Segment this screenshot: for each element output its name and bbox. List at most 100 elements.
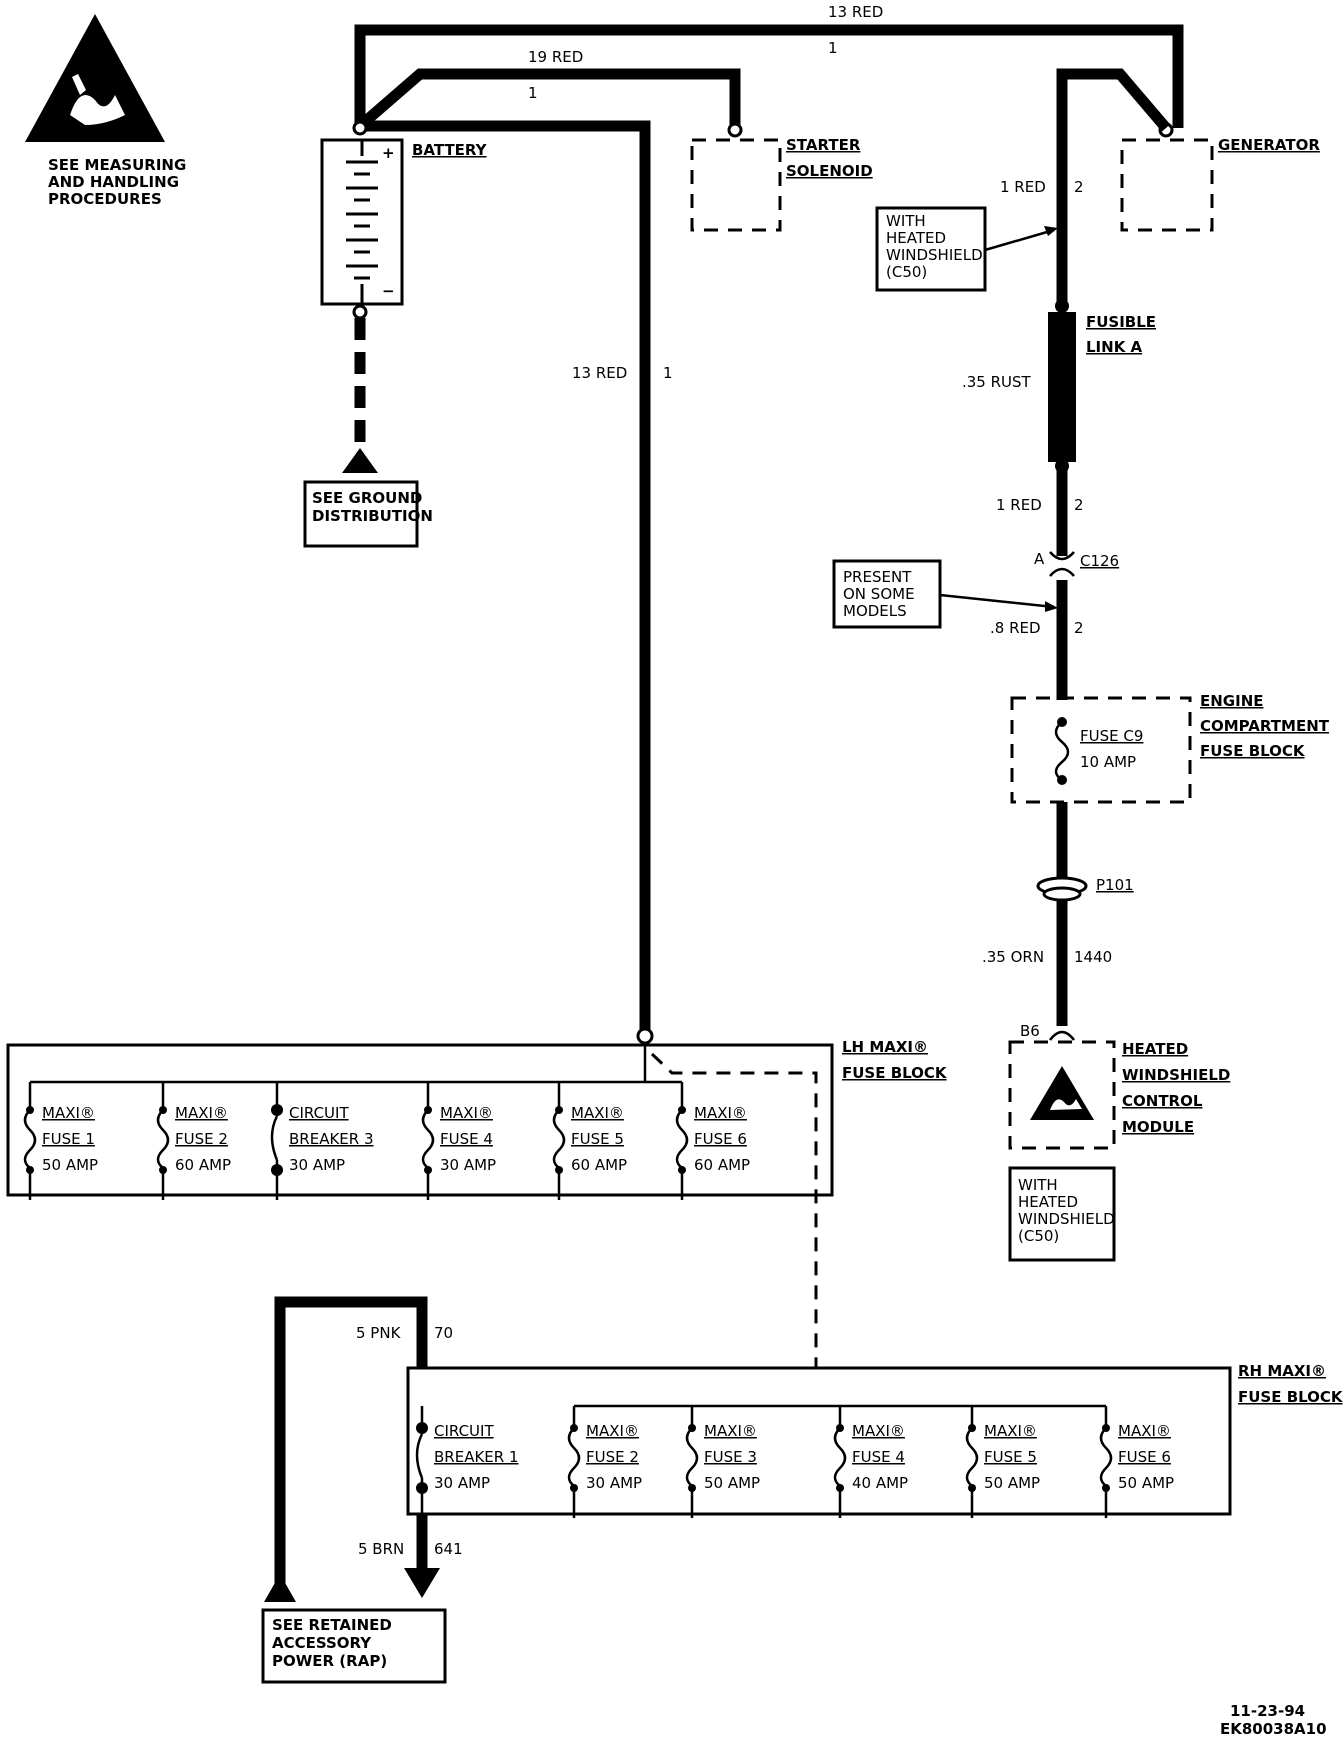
wire-rap-feed	[274, 1296, 428, 1600]
fuse-c9-bottom-dot	[1057, 775, 1067, 785]
lh-block-label-2: FUSE BLOCK	[842, 1064, 948, 1082]
fusible-link-symbol	[1048, 312, 1076, 462]
note-present-arrow-icon	[1045, 601, 1058, 612]
note-with-heated-1-leader	[984, 228, 1055, 252]
lh-feed-terminal	[636, 1027, 654, 1045]
esd-note-line-2: AND HANDLING	[48, 173, 179, 191]
lh-fuse-6-label-2: FUSE 6	[694, 1130, 747, 1148]
esd-warning-icon	[25, 14, 165, 142]
wire-to-module-circuit: 1440	[1074, 948, 1112, 966]
note-present-line-1: PRESENT	[843, 568, 912, 586]
c126-pin-label: A	[1034, 550, 1045, 568]
rh-fuse-5-fuse-icon	[965, 1427, 979, 1488]
lh-fuse-2-label-1: MAXI®	[175, 1104, 228, 1122]
heated-module-label-2: WINDSHIELD	[1122, 1066, 1230, 1084]
rh-fuse-3-label-2: FUSE 3	[704, 1448, 757, 1466]
rh-block-label-2: FUSE BLOCK	[1238, 1388, 1344, 1406]
rh-fuse-2-label-1: MAXI®	[586, 1422, 639, 1440]
rh-block-label-1: RH MAXI®	[1238, 1362, 1326, 1380]
fuse-c9-label: FUSE C9	[1080, 727, 1143, 745]
wire-starter-circuit: 1	[528, 84, 538, 102]
rh-fuse-2-label-3: 30 AMP	[586, 1474, 642, 1492]
rap-note-line-2: ACCESSORY	[272, 1634, 372, 1652]
module-esd-icon	[1030, 1066, 1094, 1120]
note-with-heated-1-line-1: WITH	[886, 212, 926, 230]
note-with-heated-1-arrow-icon	[1044, 226, 1058, 236]
rh-fuse-2-fuse-icon	[567, 1427, 581, 1488]
note-present-box	[832, 559, 942, 629]
lh-rh-dashed-link	[650, 1052, 818, 1406]
heated-module-box	[1008, 1040, 1116, 1150]
battery-label: BATTERY	[412, 141, 488, 159]
engine-fuse-block-label-3: FUSE BLOCK	[1200, 742, 1306, 760]
rh-fuse-4-label-3: 40 AMP	[852, 1474, 908, 1492]
wire-after-link-circuit: 2	[1074, 496, 1084, 514]
lh-fuse-block-box	[6, 1043, 834, 1197]
wire-gen-out-circuit: 2	[1074, 178, 1084, 196]
rap-down-arrow-icon	[404, 1568, 440, 1598]
wire-after-c126-gauge: .8 RED	[990, 619, 1041, 637]
lh-block-label-1: LH MAXI®	[842, 1038, 928, 1056]
ground-note-box	[303, 480, 419, 548]
battery-plus: +	[382, 144, 395, 162]
starter-terminal	[727, 122, 743, 138]
rh-fuse-1-label-1: CIRCUIT	[434, 1422, 494, 1440]
note-with-heated-1-line-4: (C50)	[886, 263, 927, 281]
rh-fuse-6-label-1: MAXI®	[1118, 1422, 1171, 1440]
lh-fuse-3-label-2: BREAKER 3	[289, 1130, 374, 1148]
rh-fuse-6-label-2: FUSE 6	[1118, 1448, 1171, 1466]
note-present-line-2: ON SOME	[843, 585, 915, 603]
starter-solenoid-box	[690, 138, 782, 232]
footer-date: 11-23-94	[1230, 1702, 1305, 1720]
fusible-link-label-1: FUSIBLE	[1086, 313, 1156, 331]
lh-fuse-5-label-3: 60 AMP	[571, 1156, 627, 1174]
engine-fuse-block-label-1: ENGINE	[1200, 692, 1264, 710]
note-present-line-3: MODELS	[843, 602, 907, 620]
rh-fuse-5-label-2: FUSE 5	[984, 1448, 1037, 1466]
lh-fuse-5-fuse-icon	[552, 1109, 566, 1170]
lh-fuse-4-label-2: FUSE 4	[440, 1130, 493, 1148]
wire-battery-lh-gauge: 13 RED	[572, 364, 627, 382]
note-with-heated-2-line-2: HEATED	[1018, 1193, 1078, 1211]
wire-rap-out-gauge: 5 BRN	[358, 1540, 404, 1558]
rh-fuse-4-fuse-icon	[833, 1427, 847, 1488]
generator-box	[1120, 138, 1214, 232]
note-with-heated-1-line-3: WINDSHIELD	[886, 246, 983, 264]
engine-fuse-block-box	[1010, 696, 1192, 804]
rh-fuse-block-box	[406, 1366, 1232, 1516]
rap-note-line-1: SEE RETAINED	[272, 1616, 392, 1634]
heated-module-label-3: CONTROL	[1122, 1092, 1203, 1110]
generator-label: GENERATOR	[1218, 136, 1320, 154]
starter-label-1: STARTER	[786, 136, 861, 154]
note-present-leader	[939, 593, 1055, 609]
wire-top-red	[354, 24, 1184, 128]
note-with-heated-1-line-2: HEATED	[886, 229, 946, 247]
note-with-heated-2-line-3: WINDSHIELD	[1018, 1210, 1115, 1228]
rh-fuse-4-label-1: MAXI®	[852, 1422, 905, 1440]
lh-fuse-2-label-3: 60 AMP	[175, 1156, 231, 1174]
fusible-link-label-2: LINK A	[1086, 338, 1143, 356]
esd-note-line-3: PROCEDURES	[48, 190, 162, 208]
note-with-heated-1-box	[875, 206, 987, 292]
rh-fuse-5-label-3: 50 AMP	[984, 1474, 1040, 1492]
rh-fuse-3-label-3: 50 AMP	[704, 1474, 760, 1492]
wire-top-red-gauge: 13 RED	[828, 3, 883, 21]
lh-fuse-1-label-3: 50 AMP	[42, 1156, 98, 1174]
p101-label: P101	[1096, 876, 1134, 894]
rh-fuse-6-fuse-icon	[1099, 1427, 1113, 1488]
esd-note-line-1: SEE MEASURING	[48, 156, 186, 174]
wire-rap-feed-gauge: 5 PNK	[356, 1324, 402, 1342]
wire-after-c126-circuit: 2	[1074, 619, 1084, 637]
lh-fuse-2-fuse-icon	[156, 1109, 170, 1170]
note-with-heated-2-line-4: (C50)	[1018, 1227, 1059, 1245]
p101-passthrough-icon	[1036, 876, 1088, 902]
lh-fuse-3-label-3: 30 AMP	[289, 1156, 345, 1174]
battery-pos-terminal	[352, 120, 368, 136]
rh-fuse-6-label-3: 50 AMP	[1118, 1474, 1174, 1492]
lh-fuse-6-label-1: MAXI®	[694, 1104, 747, 1122]
wire-to-module-gauge: .35 ORN	[982, 948, 1044, 966]
lh-fuse-5-label-1: MAXI®	[571, 1104, 624, 1122]
